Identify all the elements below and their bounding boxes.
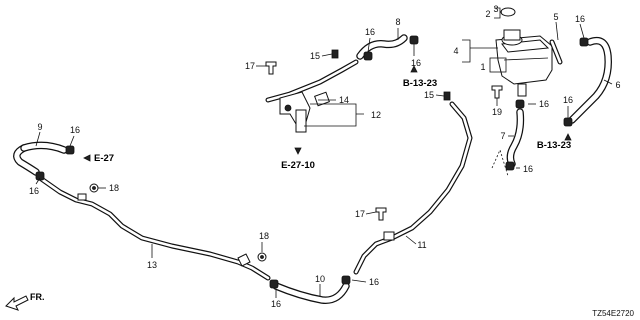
- fasteners: [89, 49, 503, 262]
- callout-18: 18: [259, 231, 269, 241]
- callout-15: 15: [310, 51, 320, 61]
- callout-16: 16: [369, 277, 379, 287]
- callout-8: 8: [395, 17, 400, 27]
- hose-6: [568, 36, 612, 124]
- callout-19: 19: [492, 107, 502, 117]
- diagram-code: TZ54E2720: [592, 309, 634, 318]
- direction-label: FR.: [30, 292, 45, 302]
- pipe-upper: [265, 59, 359, 103]
- ref-e-27[interactable]: E-27: [94, 153, 114, 164]
- callout-17: 17: [245, 61, 255, 71]
- pipe-13: [37, 175, 271, 281]
- reservoir-tank: [495, 29, 553, 97]
- callout-6: 6: [615, 80, 620, 90]
- callout-16: 16: [70, 125, 80, 135]
- callout-3: 3: [493, 4, 498, 14]
- callout-15: 15: [424, 90, 434, 100]
- reference-labels: E-27 E-27-10 B-13-23 B-13-23: [94, 78, 571, 171]
- hose-7: [506, 108, 525, 168]
- callout-2: 2: [485, 9, 490, 19]
- leader-lines: [35, 7, 613, 298]
- front-direction-arrow: FR.: [5, 292, 45, 311]
- ref-e-27-10[interactable]: E-27-10: [281, 160, 315, 171]
- callout-16: 16: [563, 95, 573, 105]
- callout-16: 16: [411, 58, 421, 68]
- callout-16: 16: [523, 164, 533, 174]
- indicator-dash: [491, 148, 509, 177]
- ref-b-13-23-left[interactable]: B-13-23: [403, 78, 437, 89]
- callout-16: 16: [539, 99, 549, 109]
- callout-16: 16: [271, 299, 281, 309]
- callout-12: 12: [371, 110, 381, 120]
- callout-9: 9: [37, 122, 42, 132]
- callout-10: 10: [315, 274, 325, 284]
- hose-9: [13, 141, 68, 176]
- callout-13: 13: [147, 260, 157, 270]
- callout-labels: 1 2 3 4 5 6 7 8 9 10 11 12 13 14 15 15 1…: [29, 4, 621, 309]
- callout-11: 11: [417, 240, 426, 250]
- callout-16: 16: [365, 27, 375, 37]
- callout-1: 1: [480, 62, 485, 72]
- bracket-assembly-12: [279, 91, 330, 133]
- hose-10: [272, 282, 350, 304]
- pipe-11: [353, 101, 473, 275]
- cap-3: [500, 7, 516, 17]
- callout-7: 7: [500, 131, 505, 141]
- callout-4: 4: [453, 46, 458, 56]
- callout-17: 17: [355, 209, 365, 219]
- hose-8: [356, 34, 408, 60]
- hose-5: [549, 39, 563, 65]
- callout-16: 16: [29, 186, 39, 196]
- callout-18: 18: [109, 183, 119, 193]
- ref-b-13-23-right[interactable]: B-13-23: [537, 140, 571, 151]
- callout-16: 16: [575, 14, 585, 24]
- callout-14: 14: [339, 95, 349, 105]
- callout-5: 5: [553, 12, 558, 22]
